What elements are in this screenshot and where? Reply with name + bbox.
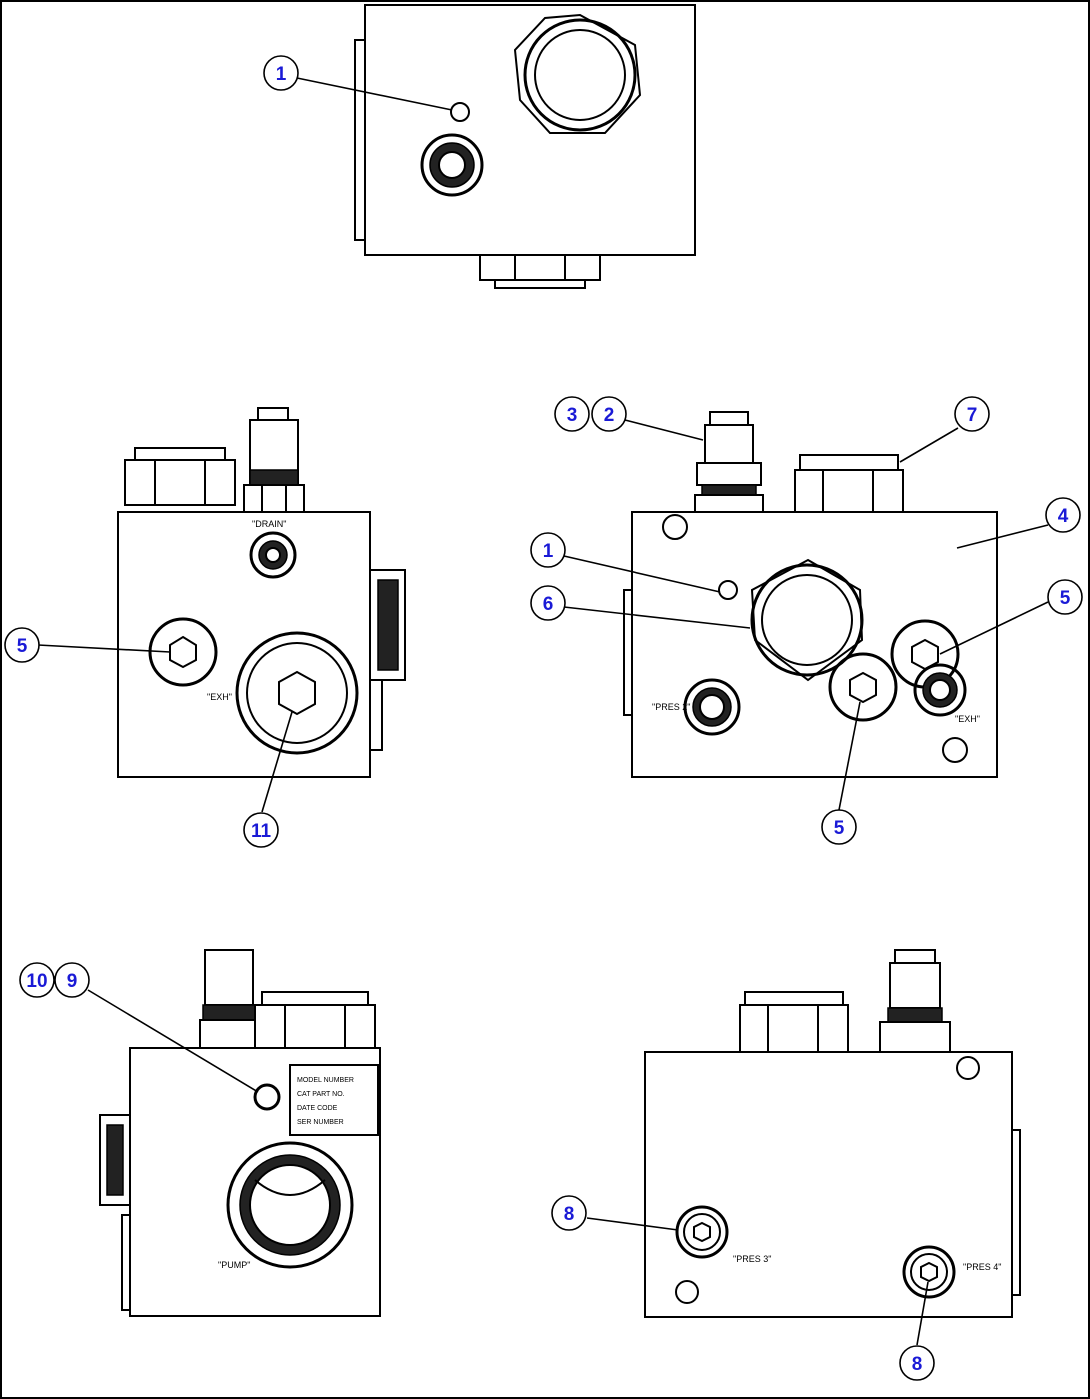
callout-right-7: 7 xyxy=(954,396,990,432)
callout-left-5-text: 5 xyxy=(17,636,28,657)
callout-right-3: 3 xyxy=(554,396,590,432)
leader-lines xyxy=(37,77,1049,1346)
right-view-exh-port xyxy=(913,663,967,717)
bottom-right-view-pres3-plug xyxy=(675,1205,729,1259)
left-view: "DRAIN" "EXH" xyxy=(117,407,406,778)
bottom-right-view-pres3-label: "PRES 3" xyxy=(733,1254,771,1264)
right-view-top-fitting xyxy=(694,411,764,513)
right-view-block xyxy=(631,511,998,778)
right-view-lower-plug xyxy=(942,737,968,763)
callout-right-5b: 5 xyxy=(821,809,857,845)
callout-right-5b-text: 5 xyxy=(834,818,845,839)
nameplate-line-4: SER NUMBER xyxy=(297,1119,344,1126)
top-view-small-port xyxy=(420,133,484,197)
callout-left-5: 5 xyxy=(4,627,40,663)
top-view-bottom-nut xyxy=(479,254,601,289)
bottom-left-view-top-fitting xyxy=(199,949,259,1049)
bottom-right-view: "PRES 3" "PRES 4" xyxy=(644,949,1021,1318)
left-view-exh-label: "EXH" xyxy=(207,692,232,702)
left-view-top-nut xyxy=(124,447,236,506)
bottom-right-view-block xyxy=(644,1051,1013,1318)
callout-bl-10: 10 xyxy=(19,962,55,998)
callouts: 1 5 11 3 2 7 4 1 xyxy=(4,55,1083,1381)
nameplate: MODEL NUMBER CAT PART NO. DATE CODE SER … xyxy=(289,1064,379,1136)
bottom-right-view-corner-plug xyxy=(956,1056,980,1080)
right-view-large-plug-6 xyxy=(750,558,864,682)
right-view-pres2-label: "PRES 2" xyxy=(652,702,690,712)
callout-bl-9: 9 xyxy=(54,962,90,998)
left-view-plug-11 xyxy=(235,631,359,755)
callout-right-7-text: 7 xyxy=(967,405,978,426)
nameplate-line-2: CAT PART NO. xyxy=(297,1091,345,1098)
bottom-left-view-pump-label: "PUMP" xyxy=(218,1260,250,1270)
callout-right-5a: 5 xyxy=(1047,579,1083,615)
nameplate-line-3: DATE CODE xyxy=(297,1105,338,1112)
left-view-drain-label: "DRAIN" xyxy=(252,519,286,529)
bottom-right-view-top-nut xyxy=(739,991,849,1053)
callout-right-1: 1 xyxy=(530,532,566,568)
left-view-plug-5 xyxy=(148,617,218,687)
right-view-orifice-plug-1 xyxy=(718,580,738,600)
callout-left-11-text: 11 xyxy=(251,821,272,842)
right-view-exh-label: "EXH" xyxy=(955,714,980,724)
callout-right-3-text: 3 xyxy=(567,405,578,426)
callout-right-2: 2 xyxy=(591,396,627,432)
callout-right-2-text: 2 xyxy=(604,405,615,426)
top-view-block xyxy=(364,4,696,256)
left-view-side-fitting xyxy=(369,569,406,751)
bottom-right-view-side-plate xyxy=(1011,1129,1021,1296)
right-view-pres2-port xyxy=(683,678,741,736)
callout-bl-9-text: 9 xyxy=(67,971,78,992)
callout-br-8a: 8 xyxy=(551,1195,587,1231)
callout-right-5a-text: 5 xyxy=(1060,588,1071,609)
top-view-side-plate xyxy=(354,39,366,241)
callout-top-1-text: 1 xyxy=(276,64,287,85)
callout-left-11: 11 xyxy=(243,812,279,848)
bottom-left-view-plug-9 xyxy=(253,1083,281,1111)
top-view xyxy=(354,4,696,289)
right-view-side-plate xyxy=(623,589,633,716)
top-view-large-port-plug xyxy=(513,13,642,134)
left-view-top-fitting xyxy=(243,407,305,513)
callout-br-8b: 8 xyxy=(899,1345,935,1381)
nameplate-line-1: MODEL NUMBER xyxy=(297,1077,354,1084)
right-view-corner-plug xyxy=(662,514,688,540)
callout-br-8b-text: 8 xyxy=(912,1354,923,1375)
bottom-right-view-pres4-label: "PRES 4" xyxy=(963,1262,1001,1272)
bottom-right-view-top-fitting xyxy=(879,949,951,1053)
bottom-left-view-side-fitting xyxy=(99,1114,131,1311)
callout-br-8a-text: 8 xyxy=(564,1204,575,1225)
bottom-left-view-top-nut xyxy=(254,991,376,1049)
right-view-top-nut xyxy=(794,454,904,513)
right-view-plug-5-bottom xyxy=(828,652,898,722)
bottom-right-view-pres4-plug xyxy=(902,1245,956,1299)
callout-right-4-text: 4 xyxy=(1058,506,1069,527)
right-view: "EXH" "PRES 2" xyxy=(623,411,998,778)
callout-bl-10-text: 10 xyxy=(26,971,47,992)
callout-right-1-text: 1 xyxy=(543,541,554,562)
callout-right-6-text: 6 xyxy=(543,594,554,615)
callout-right-6: 6 xyxy=(530,585,566,621)
left-view-drain-port xyxy=(249,531,297,579)
callout-top-1: 1 xyxy=(263,55,299,91)
top-view-orifice-plug xyxy=(450,102,470,122)
bottom-left-view-pump-port xyxy=(226,1141,354,1269)
bottom-right-view-lower-plug xyxy=(675,1280,699,1304)
bottom-left-view: MODEL NUMBER CAT PART NO. DATE CODE SER … xyxy=(99,949,381,1317)
callout-right-4: 4 xyxy=(1045,497,1081,533)
